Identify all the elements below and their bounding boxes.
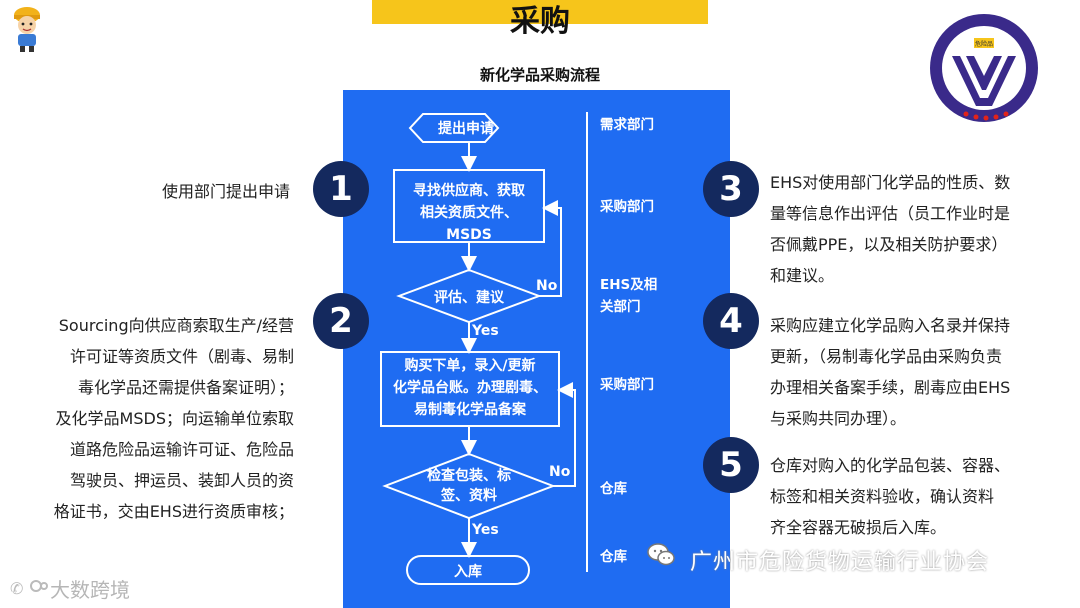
decision2-node-label: 检查包装、标 签、资料 (410, 466, 528, 506)
step-number-badge: 3 (703, 161, 759, 217)
step1-description: 使用部门提出申请 (20, 176, 290, 207)
mascot-icon (8, 4, 46, 52)
flow-subtitle: 新化学品采购流程 (430, 64, 650, 85)
step4-description: 采购应建立化学品购入名录并保持 更新，（易制毒化学品由采购负责 办理相关备案手续… (770, 310, 1070, 434)
wechat-icon (646, 540, 676, 570)
brand-mark-icon: ✆ (8, 574, 48, 600)
dept-label: 需求部门 (600, 114, 710, 136)
association-logo: 危险品 (926, 10, 1042, 126)
watermark-association: 广州市危险货物运输行业协会 (690, 544, 989, 576)
dept-label: 采购部门 (600, 196, 710, 218)
dept-label: EHS及相关部门 (600, 274, 670, 318)
step-number-badge: 1 (313, 161, 369, 217)
step-number-badge: 5 (703, 437, 759, 493)
watermark-brand: 大数跨境 (50, 574, 130, 603)
dept-label: 仓库 (600, 478, 710, 500)
no-label-2: No (549, 464, 570, 480)
start-node-label: 提出申请 (410, 118, 522, 138)
no-label-1: No (536, 278, 557, 294)
step2-description: Sourcing向供应商索取生产/经营 许可证等资质文件（剧毒、易制 毒化学品还… (14, 310, 294, 527)
yes-label-2: Yes (472, 522, 499, 538)
step5-description: 仓库对购入的化学品包装、容器、 标签和相关资料验收，确认资料 齐全容器无破损后入… (770, 450, 1070, 543)
step-number-badge: 4 (703, 293, 759, 349)
dept-label: 采购部门 (600, 374, 710, 396)
end-node-label: 入库 (407, 561, 529, 581)
yes-label-1: Yes (472, 323, 499, 339)
flowchart-diagram (343, 90, 730, 608)
page-title: 采购 (372, 0, 708, 44)
step-number-badge: 2 (313, 293, 369, 349)
step3-description: EHS对使用部门化学品的性质、数 量等信息作出评估（员工作业时是 否佩戴PPE，… (770, 167, 1070, 291)
logo-label: 危险品 (975, 40, 993, 48)
step1-node-label: 寻找供应商、获取 相关资质文件、 MSDS (394, 180, 544, 246)
step2-node-label: 购买下单，录入/更新 化学品台账。办理剧毒、 易制毒化学品备案 (381, 355, 559, 421)
svg-text:✆: ✆ (10, 579, 23, 598)
decision1-node-label: 评估、建议 (410, 287, 528, 307)
